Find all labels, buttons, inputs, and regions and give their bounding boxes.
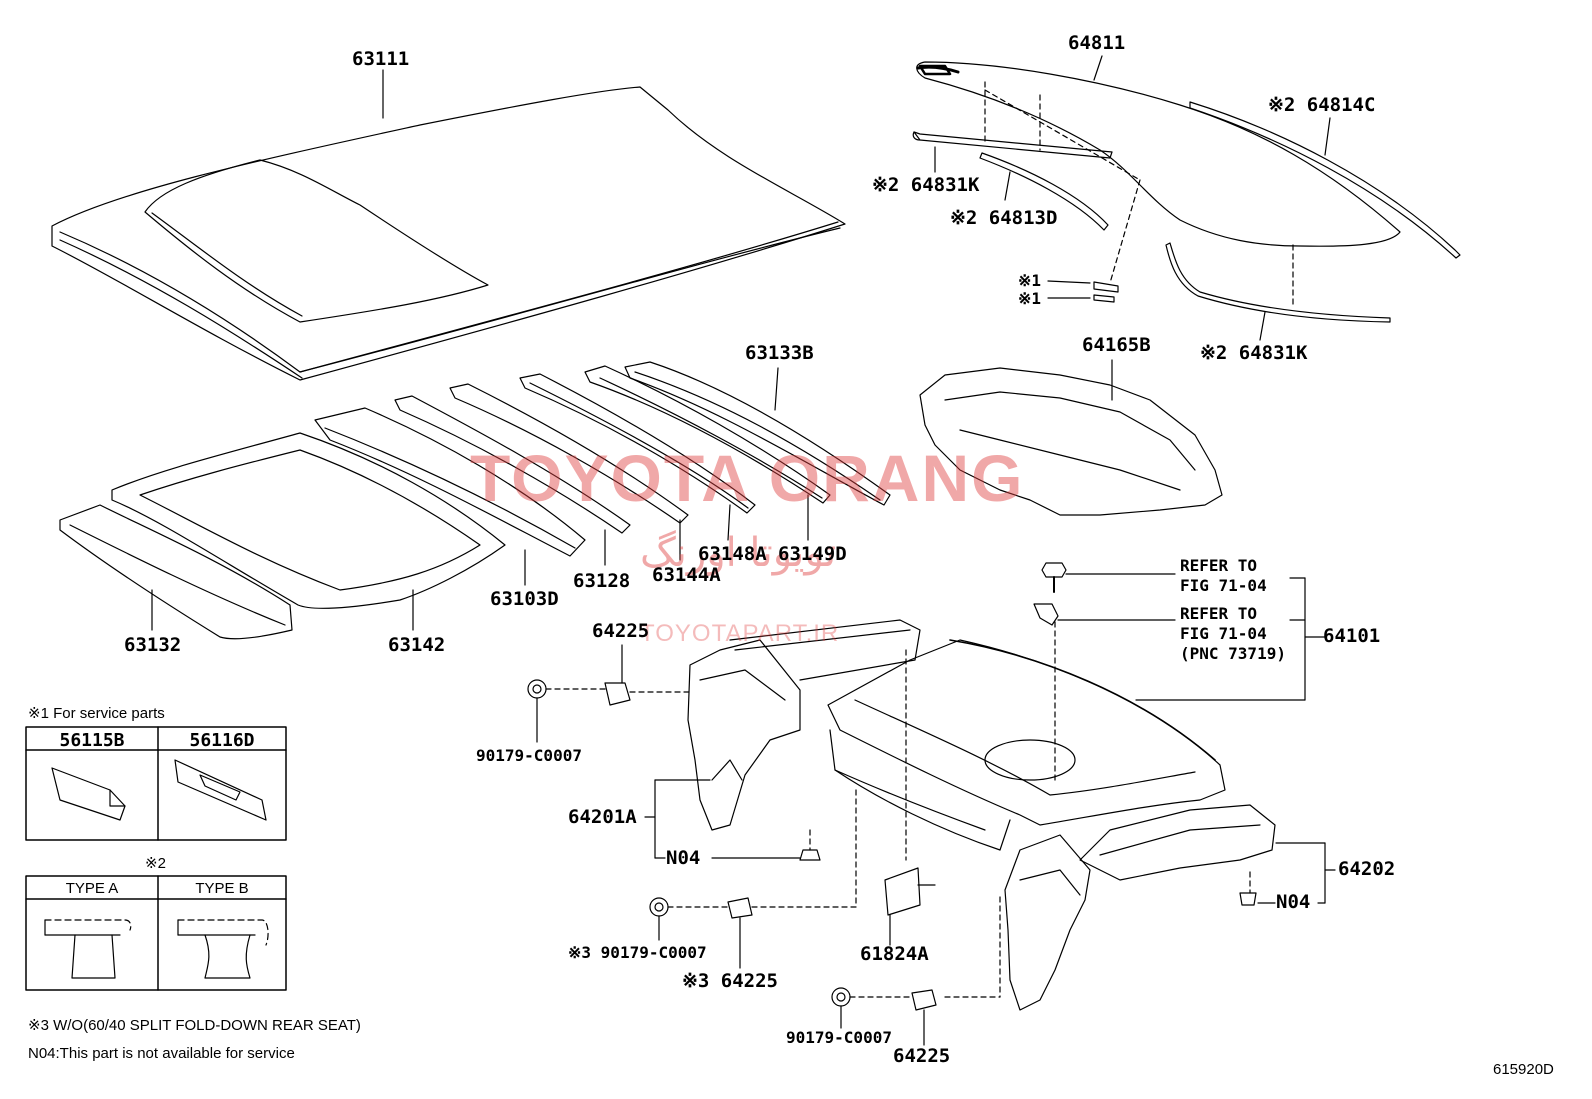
part-label-90179-top: 90179-C0007	[476, 746, 582, 765]
part-label-64201a: 64201A	[568, 806, 637, 828]
part-label-63142: 63142	[388, 634, 446, 656]
fasteners-and-brackets	[527, 644, 1276, 1046]
quarter-brace-64202	[944, 804, 1336, 1011]
part-label-63128: 63128	[573, 570, 631, 592]
refer-callout-2-line1: REFER TO	[1180, 604, 1258, 623]
refer-callout-1-line1: REFER TO	[1180, 556, 1258, 575]
part-label-n04-left: N04	[666, 847, 701, 869]
legend-note-n04: N04:This part is not available for servi…	[28, 1045, 295, 1062]
rear-panel-assembly-64101	[827, 562, 1326, 861]
legend-table2-col1: TYPE A	[65, 880, 119, 897]
part-label-64202: 64202	[1338, 858, 1396, 880]
note-mark-1b: ※1	[1018, 289, 1042, 308]
molding-type-table-drawing	[25, 875, 287, 991]
legend-table2-col2: TYPE B	[195, 880, 249, 897]
part-label-63111: 63111	[352, 48, 410, 70]
legend-table1-col2: 56116D	[189, 730, 255, 751]
package-tray-64165b	[919, 359, 1223, 516]
part-label-63149d: 63149D	[778, 543, 847, 565]
part-label-61824a: 61824A	[860, 943, 929, 965]
part-label-90179-middle: ※3 90179-C0007	[568, 943, 707, 962]
part-label-63144a: 63144A	[652, 564, 721, 586]
front-header-63132	[59, 504, 293, 640]
part-label-64814c: ※2 64814C	[1268, 94, 1376, 116]
service-parts-table-drawing	[25, 726, 287, 841]
note-mark-1a: ※1	[1018, 271, 1042, 290]
quarter-brace-64201a	[644, 619, 921, 859]
part-label-64811: 64811	[1068, 32, 1126, 54]
part-label-63133b: 63133B	[745, 342, 814, 364]
part-label-64165b: 64165B	[1082, 334, 1151, 356]
part-label-63132: 63132	[124, 634, 182, 656]
part-label-90179-bottom: 90179-C0007	[786, 1028, 892, 1047]
back-window-glass-64811	[916, 55, 1401, 306]
refer-callout-2[interactable]: REFER TO FIG 71-04 (PNC 73719)	[1180, 604, 1286, 664]
part-label-63103d: 63103D	[490, 588, 559, 610]
part-label-64225-middle: ※3 64225	[682, 970, 778, 992]
part-label-64813d: ※2 64813D	[950, 207, 1058, 229]
part-label-64101: 64101	[1323, 625, 1381, 647]
part-label-n04-right: N04	[1276, 891, 1311, 913]
refer-callout-1[interactable]: REFER TO FIG 71-04	[1180, 556, 1267, 596]
legend-note-split-seat: ※3 W/O(60/40 SPLIT FOLD-DOWN REAR SEAT)	[28, 1017, 361, 1034]
figure-id: 615920D	[1493, 1061, 1554, 1078]
roof-bows	[314, 361, 891, 586]
part-label-64831k-upper: ※2 64831K	[872, 174, 980, 196]
legend-table1-col1: 56115B	[59, 730, 125, 751]
refer-callout-1-line2: FIG 71-04	[1180, 576, 1267, 595]
legend-note-service-parts: ※1 For service parts	[28, 705, 165, 722]
molding-strips	[912, 101, 1461, 341]
part-label-64831k-lower: ※2 64831K	[1200, 342, 1308, 364]
legend-note-mark-2: ※2	[145, 855, 166, 872]
sunroof-reinforcement-63142	[111, 432, 506, 631]
part-label-63148a: 63148A	[698, 543, 767, 565]
part-label-64225-top: 64225	[592, 620, 650, 642]
refer-callout-2-line3: (PNC 73719)	[1180, 644, 1286, 663]
roof-panel-63111	[51, 69, 846, 381]
part-label-64225-bottom: 64225	[893, 1045, 951, 1067]
refer-callout-2-line2: FIG 71-04	[1180, 624, 1267, 643]
